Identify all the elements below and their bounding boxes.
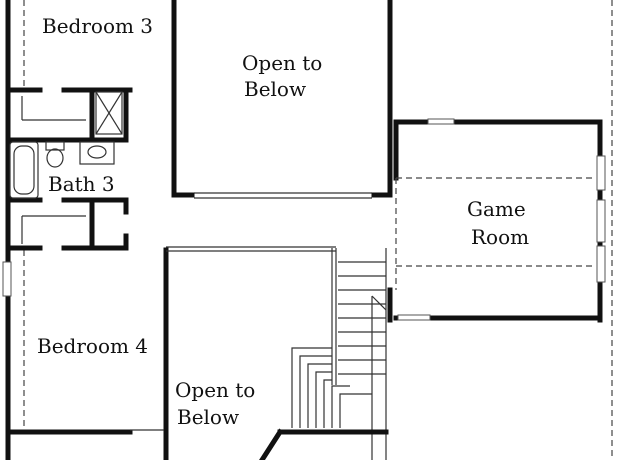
label-open-to-below-1-line2: Below (244, 77, 306, 101)
label-open-to-below-2-line1: Open to (175, 378, 255, 402)
label-bath-3: Bath 3 (48, 172, 115, 196)
stair-break (371, 295, 387, 311)
closet-box (95, 91, 123, 135)
label-open-to-below-1-line1: Open to (242, 51, 322, 75)
toilet-tank (45, 141, 65, 151)
bathtub-basin (13, 145, 35, 195)
label-open-to-below-2-line2: Below (177, 405, 239, 429)
toilet-bowl (46, 148, 64, 168)
wall-landing-diagonal (259, 428, 284, 460)
label-bedroom-3: Bedroom 3 (42, 14, 153, 38)
window-game-right-2 (596, 199, 606, 243)
stair-treads (338, 261, 386, 375)
closet-cross-2 (95, 91, 123, 135)
window-game-bottom (397, 314, 431, 321)
vanity (79, 141, 115, 165)
label-game-room-line1: Game (467, 197, 526, 221)
bathtub (9, 141, 39, 199)
window-left (2, 261, 12, 297)
window-game-right-1 (596, 155, 606, 191)
sink (87, 145, 107, 159)
label-bedroom-4: Bedroom 4 (37, 334, 148, 358)
window-game-right-3 (596, 245, 606, 283)
label-game-room-line2: Room (471, 225, 529, 249)
stair-winders (291, 347, 372, 428)
window-game-top (427, 118, 455, 125)
